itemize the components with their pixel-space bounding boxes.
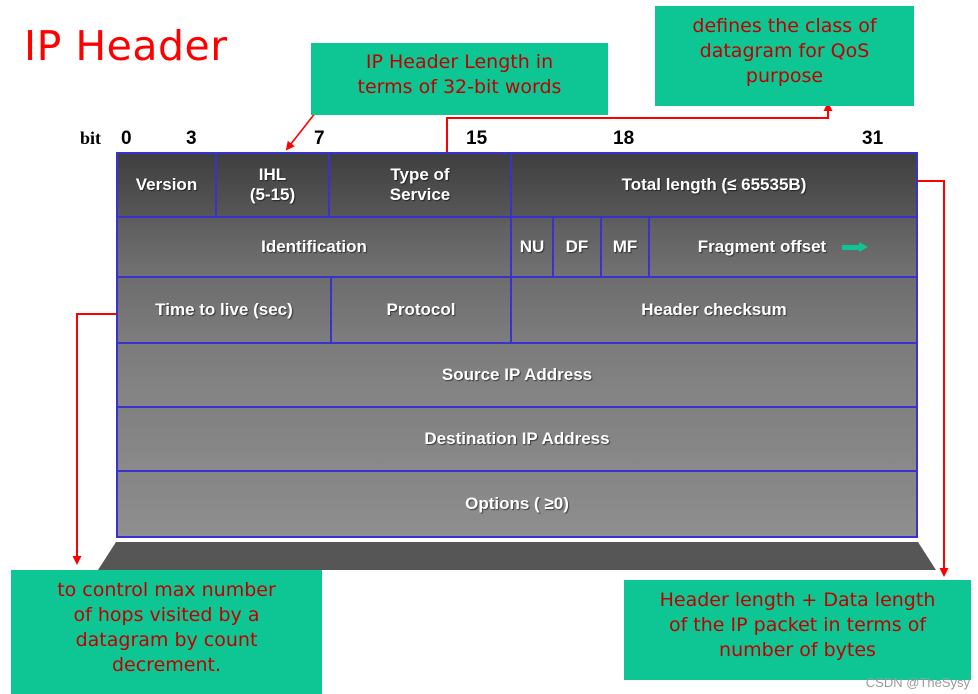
field-version: Version [118,154,217,216]
field-fragment-offset: Fragment offset [650,218,916,276]
field-mf-flag: MF [602,218,650,276]
callout-qos-line1: defines the class of [692,15,877,37]
bit-tick-0: 0 [121,128,132,149]
field-ihl: IHL (5-15) [217,154,330,216]
table-row: Source IP Address [118,344,916,408]
callout-total-length: Header length + Data length of the IP pa… [624,580,971,680]
field-tos-line2: Service [389,185,451,204]
watermark: CSDN @TheSysy [865,675,970,690]
callout-ihl-line2: terms of 32-bit words [357,76,562,98]
field-nu-flag: NU [512,218,554,276]
bit-ruler: bit 0 3 7 15 18 31 [0,128,978,154]
callout-ttl-hops: to control max number of hops visited by… [11,570,322,694]
callout-ttl-line3: datagram by count [75,629,258,651]
callout-ihl-length: IP Header Length in terms of 32-bit word… [311,43,608,115]
field-protocol: Protocol [332,278,512,342]
callout-total-line2: of the IP packet in terms of [668,614,927,636]
field-header-checksum: Header checksum [641,300,787,319]
callout-qos-line3: purpose [745,65,824,87]
field-df-flag: DF [554,218,602,276]
callout-total-line1: Header length + Data length [659,589,936,611]
field-ihl-line2: (5-15) [249,185,296,204]
bit-tick-18: 18 [613,128,635,149]
ip-header-table: Version IHL (5-15) Type of Service Total… [116,152,918,538]
connector-ttl [72,313,116,565]
bit-tick-15: 15 [466,128,488,149]
field-ihl-line1: IHL [258,165,287,184]
callout-qos-line2: datagram for QoS [699,40,870,62]
table-row: Time to live (sec) Protocol Header check… [118,278,916,344]
bit-ruler-label: bit [80,128,102,148]
field-options: Options ( ≥0) [465,494,569,513]
table-row: Options ( ≥0) [118,472,916,536]
field-fragment-offset-label: Fragment offset [697,237,827,256]
table-row: Destination IP Address [118,408,916,472]
table-row: Version IHL (5-15) Type of Service Total… [118,154,916,218]
right-arrow-icon [842,241,869,253]
field-source-ip-address: Source IP Address [441,365,593,384]
callout-ttl-line2: of hops visited by a [73,604,260,626]
field-destination-ip-address: Destination IP Address [424,429,610,448]
table-base-shadow [98,542,936,570]
field-time-to-live: Time to live (sec) [118,278,332,342]
connector-total-length [918,180,949,577]
callout-ihl-line1: IP Header Length in [365,51,554,73]
callout-ttl-line4: decrement. [111,654,221,676]
field-type-of-service: Type of Service [330,154,512,216]
field-identification: Identification [118,218,512,276]
page-title: IP Header [24,22,228,70]
callout-qos-class: defines the class of datagram for QoS pu… [655,6,914,106]
field-tos-line1: Type of [390,165,450,184]
callout-ttl-line1: to control max number [57,579,276,601]
bit-tick-31: 31 [862,128,884,149]
callout-total-line3: number of bytes [719,639,876,661]
bit-tick-7: 7 [314,128,325,149]
bit-tick-3: 3 [186,128,197,149]
field-total-length: Total length (≤ 65535B) [621,175,807,194]
table-row: Identification NU DF MF Fragment offset [118,218,916,278]
